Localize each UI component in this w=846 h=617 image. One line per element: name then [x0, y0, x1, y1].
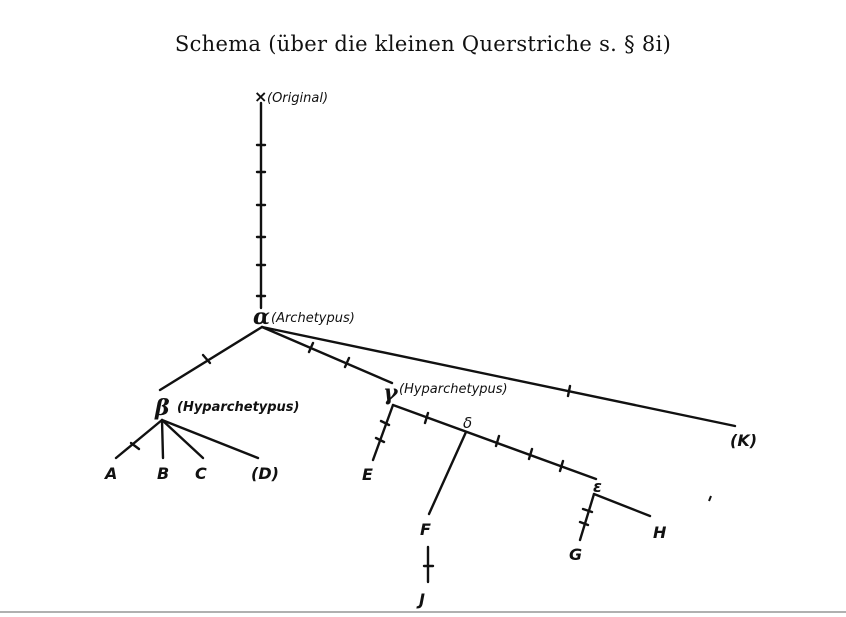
tick-mark — [374, 436, 386, 444]
edge-beta-c — [160, 418, 205, 460]
original-x-mark: × — [254, 87, 267, 106]
label-a: A — [103, 464, 117, 483]
tick-mark — [379, 419, 391, 427]
label-c: C — [195, 464, 207, 483]
tick-mark — [129, 441, 141, 451]
label-k: (K) — [730, 431, 757, 450]
label-delta: δ — [463, 414, 472, 432]
edge-gamma-epsilon — [391, 403, 598, 481]
edge-beta-b — [160, 418, 165, 460]
label-gamma: γ — [383, 380, 399, 406]
bottom-rule — [0, 611, 846, 613]
tick-mark — [494, 434, 501, 448]
label-f: F — [420, 520, 431, 539]
label-d: (D) — [251, 464, 279, 483]
tick-mark — [343, 356, 351, 369]
label-b: B — [157, 464, 169, 483]
tick-mark — [527, 447, 534, 461]
label-archetypus: (Archetypus) — [271, 311, 355, 326]
label-alpha: α — [253, 304, 270, 330]
edge-delta-f — [427, 430, 468, 516]
label-gamma-hyparchetypus: (Hyparchetypus) — [399, 382, 508, 397]
tick-mark — [578, 520, 590, 527]
edge-beta-a — [114, 418, 164, 460]
label-epsilon: ε — [593, 477, 602, 496]
edge-gamma-e — [371, 403, 395, 462]
label-g: G — [569, 545, 582, 564]
edge-archetypus-k — [260, 325, 737, 428]
edge-beta-d — [160, 418, 260, 460]
tick-mark — [307, 341, 315, 354]
edge-archetypus-beta — [158, 325, 264, 392]
diagram-title: Schema (über die kleinen Querstriche s. … — [174, 32, 672, 56]
tick-mark — [423, 411, 430, 425]
label-j: J — [416, 590, 425, 609]
edge-epsilon-h — [592, 492, 652, 518]
label-original: (Original) — [267, 91, 328, 106]
tick-mark — [581, 507, 594, 514]
label-h: H — [653, 523, 667, 542]
tick-mark — [201, 353, 212, 365]
edge-archetypus-gamma — [260, 325, 394, 385]
label-beta: β — [154, 395, 170, 421]
tick-mark — [558, 459, 565, 473]
label-beta-hyparchetypus: (Hyparchetypus) — [177, 400, 300, 415]
stray-mark — [708, 495, 712, 502]
edge-epsilon-g — [578, 492, 596, 542]
label-e: E — [362, 465, 373, 484]
tick-mark — [566, 384, 572, 398]
